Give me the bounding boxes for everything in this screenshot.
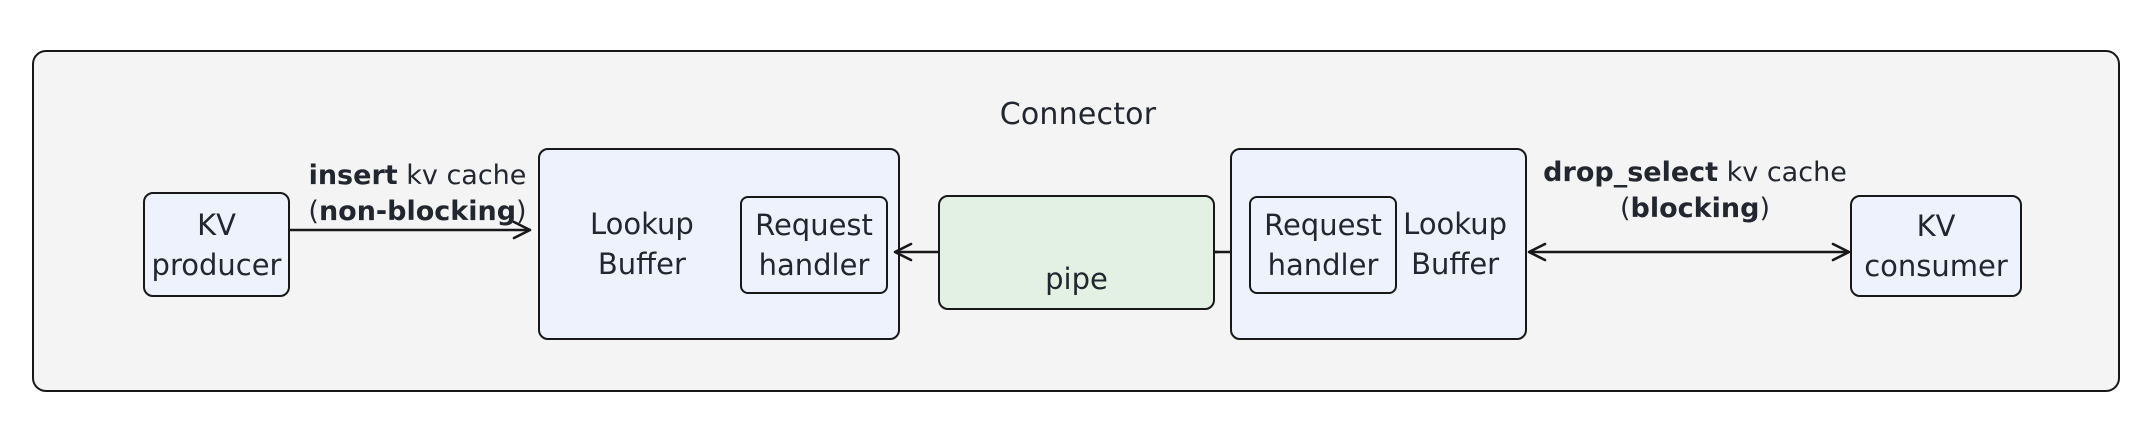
- edge-drop-object: kv cache: [1718, 157, 1847, 188]
- edge-insert-paren-close: ): [516, 196, 527, 227]
- edge-label-drop-select: drop_select kv cache (blocking): [1540, 155, 1850, 227]
- node-kv-consumer-label: KV consumer: [1864, 209, 2008, 283]
- edge-drop-op: drop_select: [1543, 157, 1719, 188]
- node-request-handler-left[interactable]: Request handler: [740, 196, 888, 294]
- edge-insert-object: kv cache: [397, 160, 527, 191]
- node-kv-producer-label: KV producer: [151, 207, 282, 282]
- edge-drop-paren-open: (: [1620, 193, 1631, 224]
- edge-insert-mode: non-blocking: [318, 196, 517, 227]
- node-request-handler-right[interactable]: Request handler: [1249, 196, 1397, 294]
- node-lookup-buffer-left-label: Lookup Buffer: [590, 207, 694, 281]
- edge-label-insert: insert kv cache (non-blocking): [290, 158, 545, 230]
- node-kv-consumer[interactable]: KV consumer: [1850, 195, 2022, 297]
- edge-drop-paren-close: ): [1759, 193, 1770, 224]
- node-pipe-label: pipe: [1045, 262, 1108, 296]
- node-kv-producer[interactable]: KV producer: [143, 192, 290, 297]
- node-lookup-buffer-right-label: Lookup Buffer: [1403, 207, 1507, 281]
- connector-title: Connector: [999, 97, 1157, 132]
- edge-insert-op: insert: [308, 160, 398, 191]
- edge-insert-paren-open: (: [308, 196, 319, 227]
- node-pipe[interactable]: pipe: [938, 195, 1215, 310]
- edge-drop-mode: blocking: [1630, 193, 1760, 224]
